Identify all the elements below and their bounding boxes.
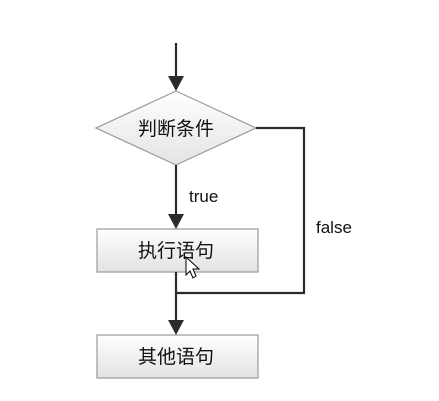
true-label: true [189, 187, 218, 206]
condition-label: 判断条件 [138, 118, 214, 140]
mouse-cursor-icon [185, 255, 201, 279]
condition-node: 判断条件 [94, 90, 258, 166]
other-box-shape [96, 334, 259, 379]
other-label: 其他语句 [138, 346, 214, 368]
execute-node: 执行语句 [96, 228, 259, 273]
execute-box-shape [96, 228, 259, 273]
entry-arrowhead [168, 76, 184, 91]
execute-label: 执行语句 [138, 240, 214, 262]
other-node: 其他语句 [96, 334, 259, 379]
true-branch-arrowhead [168, 214, 184, 229]
false-label: false [316, 218, 352, 237]
false-branch-line [176, 126, 306, 295]
other-arrowhead [168, 320, 184, 335]
